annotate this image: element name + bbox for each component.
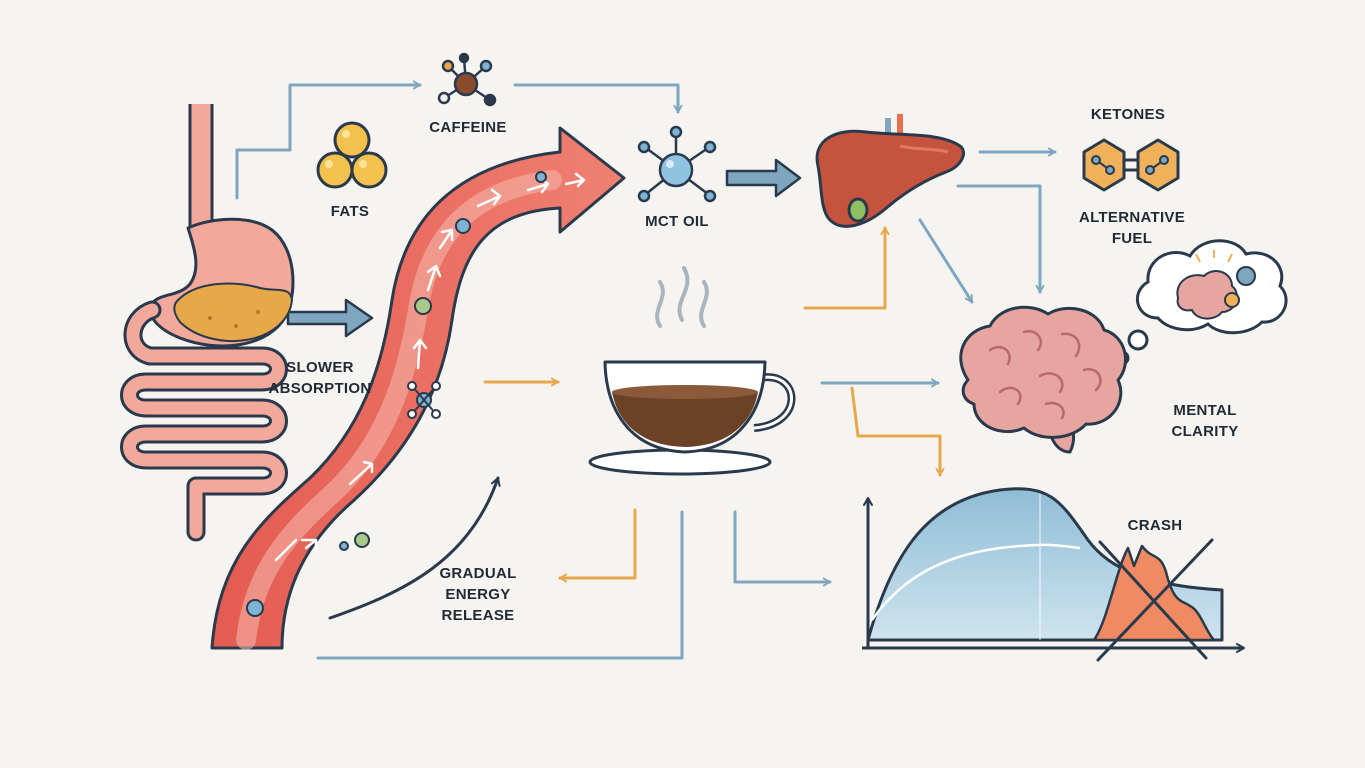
arrow-esophagus-to-caffeine [235,80,422,200]
ketone-hex-icon [1082,138,1180,192]
caffeine-molecule-icon [437,52,497,107]
flow-arrows-orange [483,226,945,583]
arrow-coffee-to-gradual [558,508,637,583]
arrow-caffeine-to-mct [513,83,683,114]
label-gradual-line2: ENERGY [445,586,511,603]
label-mental-clarity: MENTAL CLARITY [1150,400,1260,442]
digestive-tract [120,104,295,542]
double-arrow-stomach [286,298,374,338]
label-alternative-fuel-line2: FUEL [1111,230,1153,247]
label-alternative-fuel: ALTERNATIVE FUEL [1052,207,1212,249]
arrow-liver-to-brain-diagonal [918,218,974,304]
arrow-coffee-to-base [316,510,684,660]
crash-cross [1096,538,1214,662]
arrow-coffee-to-liver [803,226,890,310]
energy-curve-highlight [870,543,1081,621]
esophagus [188,104,214,242]
label-caffeine: CAFFEINE [429,119,507,136]
intestine-icon [120,300,288,542]
coffee-cup-icon [588,266,796,476]
label-slower-absorption-line1: SLOWER [286,359,354,376]
arrow-coffee-to-chart [733,510,832,587]
brain-icon [959,305,1127,454]
blood-stream [210,126,626,650]
energy-chart [862,487,1245,662]
arrow-coffee-to-crash [850,386,945,477]
stream-flow-arrows [274,172,586,562]
label-fats: FATS [330,203,370,220]
label-crash: CRASH [1127,517,1183,534]
label-mental-clarity-line1: MENTAL [1173,402,1237,419]
mct-oil-molecule-icon [637,125,717,203]
thought-cloud-icon [1114,239,1288,366]
label-slower-absorption: SLOWER ABSORPTION [245,357,395,399]
label-gradual-energy-release: GRADUAL ENERGY RELEASE [418,563,538,626]
arrow-liver-to-brain-elbow [956,184,1045,294]
label-gradual-line3: RELEASE [441,607,515,624]
fat-droplets-icon [316,121,388,189]
label-ketones: KETONES [1090,106,1166,123]
label-slower-absorption-line2: ABSORPTION [268,380,372,397]
label-mental-clarity-line2: CLARITY [1171,423,1239,440]
spark-lines [1195,250,1233,263]
label-alternative-fuel-line1: ALTERNATIVE [1078,209,1186,226]
gear-icon [1224,266,1256,308]
flow-arrows-blue [235,80,1057,660]
liver-icon [815,114,965,228]
stream-molecule-icon [407,381,441,419]
label-gradual-line1: GRADUAL [439,565,517,582]
stomach-contents [173,282,294,342]
double-arrow-mct-to-liver [725,158,802,198]
steam-icon [655,266,709,328]
arrow-gradual-curve [328,476,501,620]
label-mct-oil: MCT OIL [645,213,709,230]
